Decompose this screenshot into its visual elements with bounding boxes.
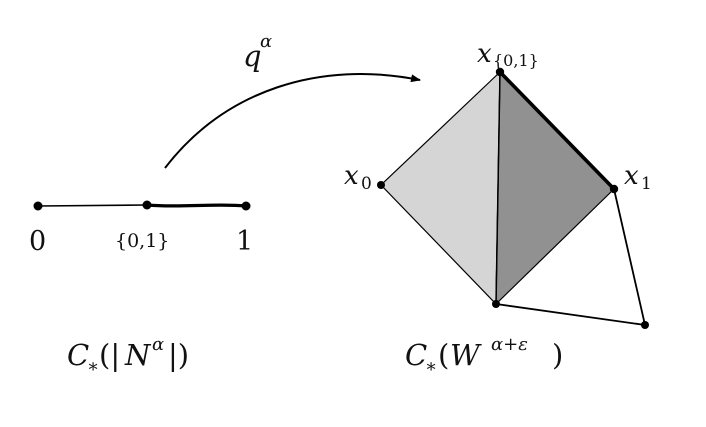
light-face (380, 70, 501, 306)
caption-left: C ∗ (| N α |) (67, 334, 189, 377)
map-arrow: q α (164, 31, 421, 169)
arrow-label-q: q (243, 39, 262, 73)
edge-0-to-01 (37, 204, 148, 207)
interval-complex: 0 {0,1} 1 (29, 200, 253, 257)
label-01: {0,1} (115, 230, 169, 252)
arrow-label-sup: α (260, 31, 272, 52)
label-x0-sub: 0 (361, 174, 372, 194)
vertex-01 (142, 200, 152, 210)
label-0: 0 (29, 226, 46, 257)
vertex-1 (241, 201, 251, 211)
edge-bottom-far (495, 303, 646, 326)
edge-mid (495, 71, 501, 305)
caption-right-open: ( (438, 338, 449, 372)
label-x01-x: x (477, 39, 492, 69)
vertex-far (641, 321, 649, 329)
arrow-curve (164, 73, 421, 169)
caption-left-sup: α (152, 334, 164, 355)
caption-left-C: C (67, 338, 89, 372)
caption-right-sup: α+ε (491, 334, 528, 355)
vertex-x1 (609, 184, 619, 194)
caption-left-close: |) (168, 338, 189, 372)
label-1: 1 (236, 226, 253, 257)
dark-face (495, 70, 615, 306)
vertex-0 (33, 201, 43, 211)
vertex-x01 (495, 67, 505, 77)
edge-x1-far (613, 188, 646, 326)
edge-thick-x01-x1 (498, 70, 616, 191)
caption-right-C: C (405, 338, 427, 372)
caption-right-close: ) (552, 338, 563, 372)
caption-right-sub: ∗ (425, 356, 437, 377)
vertex-x0 (377, 181, 385, 189)
vertex-bottom (492, 300, 500, 308)
edge-01-to-1-thick (146, 203, 247, 208)
caption-left-open: (| (99, 338, 120, 372)
label-x0-x: x (344, 161, 359, 191)
label-x1-sub: 1 (641, 174, 652, 194)
label-x01-sub: {0,1} (493, 51, 539, 70)
caption-right-W: W (450, 338, 482, 372)
caption-left-N: N (124, 338, 152, 372)
caption-right: C ∗ ( W α+ε ) (405, 334, 563, 377)
caption-left-sub: ∗ (87, 356, 99, 377)
label-x1-x: x (624, 161, 639, 191)
simplicial-complex: x {0,1} x 0 x 1 (344, 39, 652, 329)
